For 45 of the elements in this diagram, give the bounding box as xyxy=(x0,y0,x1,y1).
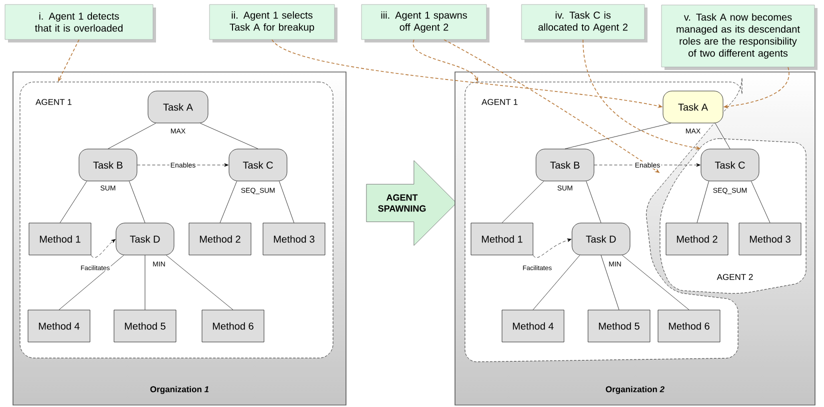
task-box: Task C xyxy=(228,148,288,182)
connector xyxy=(622,255,690,310)
connector xyxy=(586,181,602,223)
callout-box: iii. Agent 1 spawns off Agent 2 xyxy=(361,4,490,42)
method-box: Method 5 xyxy=(588,310,650,342)
method-box: Method 1 xyxy=(470,222,534,256)
connector xyxy=(200,123,258,149)
method-box: Method 6 xyxy=(202,310,264,342)
arrow xyxy=(91,239,116,258)
connector xyxy=(220,181,237,223)
connector xyxy=(600,255,620,310)
method-box: Method 1 xyxy=(28,222,92,256)
method-box: Method 4 xyxy=(28,310,90,342)
method-box: Method 3 xyxy=(262,222,326,256)
arrow xyxy=(533,238,572,258)
connector xyxy=(751,181,770,223)
method-box: Method 5 xyxy=(114,310,176,342)
connector xyxy=(696,181,709,223)
connector xyxy=(564,123,671,149)
method-box: Method 2 xyxy=(188,222,252,256)
callout-box: i. Agent 1 detects that it is overloaded xyxy=(4,4,156,42)
connector xyxy=(144,255,146,310)
task-box: Task D xyxy=(572,222,630,256)
callout-box: iv. Task C is allocated to Agent 2 xyxy=(521,4,648,42)
connector xyxy=(502,181,544,223)
connector xyxy=(166,255,234,310)
method-box: Method 6 xyxy=(658,310,720,342)
connector xyxy=(129,181,146,223)
connector xyxy=(58,255,124,310)
task-box: Task A xyxy=(148,90,208,124)
method-box: Method 3 xyxy=(738,222,802,256)
connector xyxy=(60,181,87,223)
task-box: Task A xyxy=(662,90,724,124)
connector xyxy=(715,123,730,149)
connector xyxy=(108,123,156,149)
method-box: Method 2 xyxy=(666,222,728,256)
callout-box: ii. Agent 1 selects Task A for breakup xyxy=(209,4,338,42)
task-box: Task D xyxy=(116,222,174,256)
task-box: Task B xyxy=(536,148,594,182)
callout-box: v. Task A now becomes managed as its descendant roles are the responsibility of two different agents xyxy=(661,4,818,70)
task-box: Task C xyxy=(700,148,760,182)
connector xyxy=(532,255,580,310)
task-box: Task B xyxy=(78,148,138,182)
connector xyxy=(279,181,294,223)
method-box: Method 4 xyxy=(502,310,564,342)
